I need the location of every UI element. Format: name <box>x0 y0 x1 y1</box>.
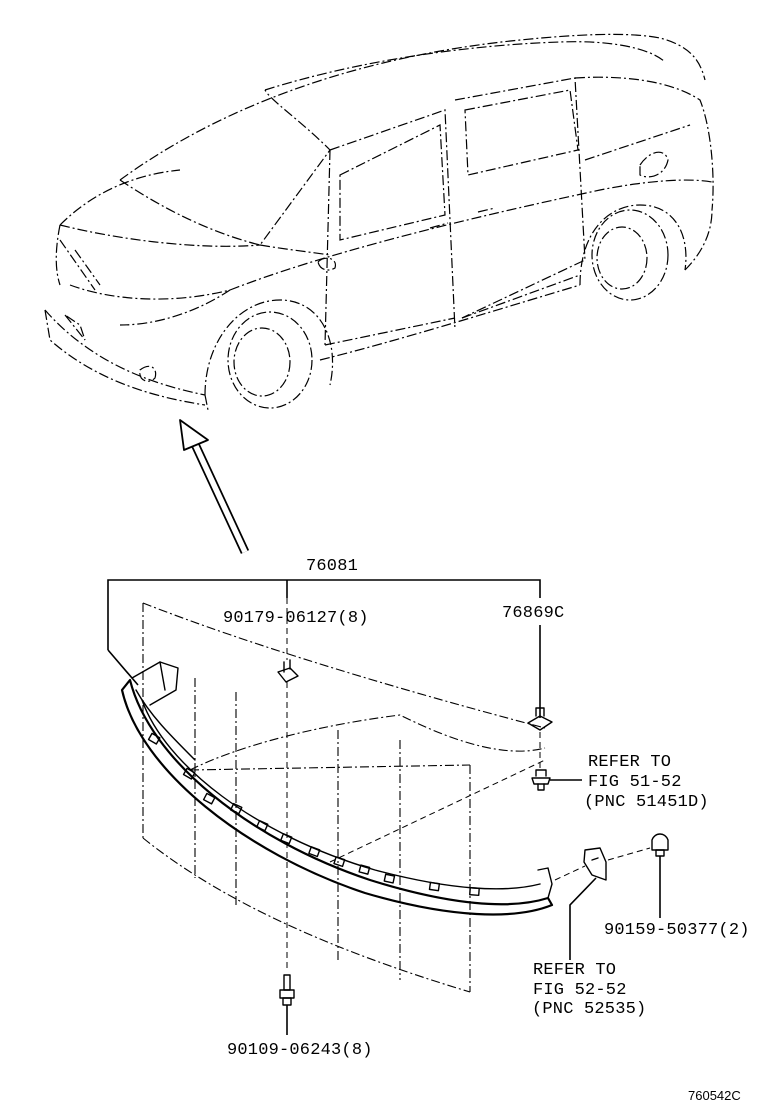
label-refer-a-3: (PNC 51451D) <box>584 793 709 812</box>
label-refer-a-2: FIG 51-52 <box>588 773 682 792</box>
screw-refer-a-icon <box>531 732 582 791</box>
label-refer-b-2: FIG 52-52 <box>533 981 627 1000</box>
clip-76869c-icon <box>527 707 553 731</box>
mounting-zone <box>142 602 546 993</box>
label-bolt-top: 90179-06127(8) <box>223 609 369 628</box>
screw-90159-icon <box>651 833 669 918</box>
label-refer-b-3: (PNC 52535) <box>532 1000 646 1019</box>
label-assembly: 76081 <box>306 557 358 576</box>
location-arrow <box>179 419 250 554</box>
bracket-refer-b-icon <box>554 847 651 960</box>
label-clip-right: 76869C <box>502 604 564 623</box>
front-spoiler <box>120 661 554 916</box>
vehicle-outline <box>44 33 714 411</box>
label-screw-right: 90159-50377(2) <box>604 921 750 940</box>
assembly-leader <box>107 579 541 718</box>
figure-id: 760542C <box>688 1088 741 1103</box>
bolt-top-icon <box>277 598 299 968</box>
label-refer-b-1: REFER TO <box>533 961 616 980</box>
label-refer-a-1: REFER TO <box>588 753 671 772</box>
label-bolt-bottom: 90109-06243(8) <box>227 1041 373 1060</box>
bolt-bottom-icon <box>279 974 295 1035</box>
